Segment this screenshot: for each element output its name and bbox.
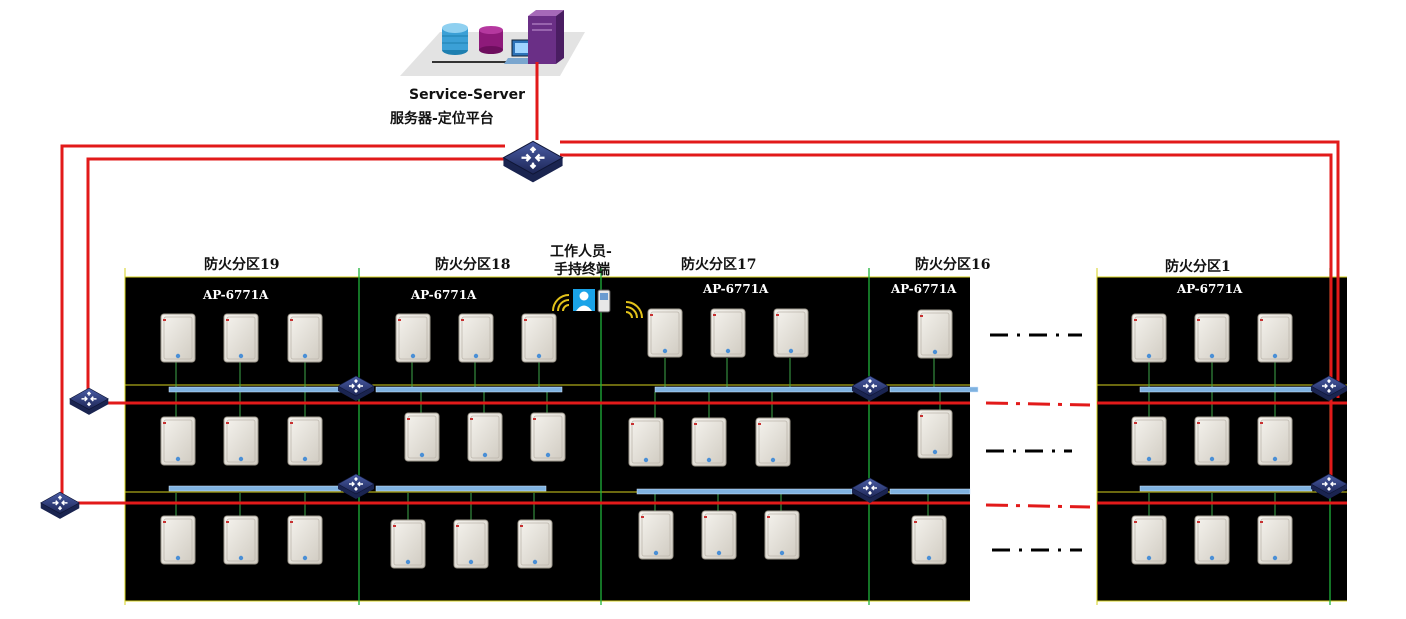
server-name-en: Service-Server [409,87,526,103]
ap-port-dot [779,550,785,556]
ap-drop-lines [175,358,1276,520]
ap-port-dot [1209,353,1215,359]
ap-port-dot [788,348,794,354]
worker-label-line1: 工作人员- [550,244,612,260]
ap-port-dot [1146,456,1152,462]
ap-port-dot [1272,555,1278,561]
handheld-terminal-icon[interactable] [573,289,611,313]
database-icon [442,23,468,55]
ap-port-dot [302,555,308,561]
ap-port-dot [926,555,932,561]
ap-port-dot [175,353,181,359]
storage-icon [479,26,503,54]
ap-port-dot [238,456,244,462]
ap-model-label: AP-6771A [411,288,477,302]
ap-port-dot [238,353,244,359]
row-lines [124,268,1347,605]
ap-port-dot [536,353,542,359]
ap-port-dot [468,559,474,565]
uplink-continuation [985,401,1091,509]
ap-port-dot [932,349,938,355]
zone-label: 防火分区16 [915,257,991,273]
ap-port-dot [473,353,479,359]
zone-label: 防火分区19 [204,257,280,273]
server-name-cn: 服务器-定位平台 [390,111,494,127]
ap-port-dot [716,550,722,556]
zone-label: 防火分区1 [1165,259,1231,275]
ap-port-dot [1272,353,1278,359]
worker-label-line2: 手持终端 [554,262,610,278]
ap-port-dot [643,457,649,463]
ap-port-dot [175,456,181,462]
switch-bars [168,386,1313,495]
ap-port-dot [725,348,731,354]
ap-port-dot [932,449,938,455]
ap-port-dot [1209,456,1215,462]
ap-port-dot [238,555,244,561]
ap-port-dot [653,550,659,556]
wifi-signal-icon [552,294,643,319]
ap-icon[interactable] [160,308,1293,569]
ap-port-dot [662,348,668,354]
ap-port-dot [175,555,181,561]
ap-port-dot [302,353,308,359]
core-switch-icon[interactable] [502,140,564,184]
server-platform [400,10,585,76]
ap-port-dot [532,559,538,565]
ap-port-dot [1272,456,1278,462]
ap-port-dot [1146,353,1152,359]
ap-port-dot [419,452,425,458]
ap-model-label: AP-6771A [891,282,957,296]
ap-port-dot [770,457,776,463]
ap-port-dot [706,457,712,463]
zone-label: 防火分区17 [681,257,757,273]
server-tower-icon [528,10,564,64]
ap-port-dot [302,456,308,462]
ap-port-dot [545,452,551,458]
ap-port-dot [1209,555,1215,561]
continuation-marks [986,333,1082,552]
ap-port-dot [405,559,411,565]
ap-model-label: AP-6771A [1177,282,1243,296]
ap-port-dot [410,353,416,359]
zone-label: 防火分区18 [435,257,511,273]
ap-model-label: AP-6771A [703,282,769,296]
ap-model-label: AP-6771A [203,288,269,302]
ap-port-dot [482,452,488,458]
ap-port-dot [1146,555,1152,561]
